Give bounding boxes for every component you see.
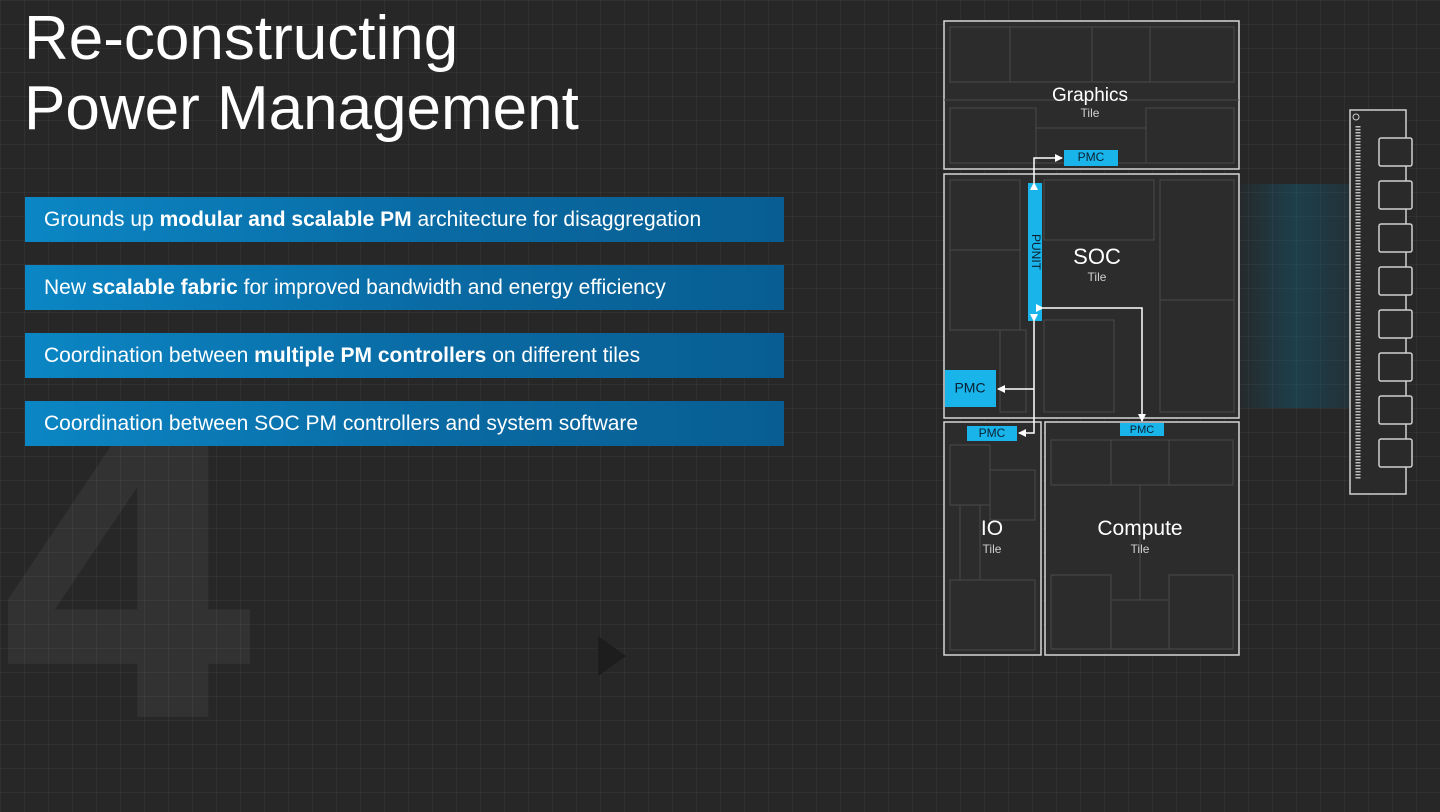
soc-tile-sub: Tile bbox=[1088, 270, 1107, 284]
pmc-soc-box bbox=[945, 370, 996, 407]
memory-link-band bbox=[1240, 184, 1352, 408]
bullet-text: on different tiles bbox=[486, 343, 641, 367]
pmc-soc-label: PMC bbox=[954, 380, 985, 396]
graphics-tile-sub: Tile bbox=[1081, 106, 1100, 120]
bullet-emphasis: multiple PM controllers bbox=[254, 343, 487, 367]
bullet-item: New scalable fabric for improved bandwid… bbox=[25, 265, 784, 310]
io-tile bbox=[943, 421, 1042, 656]
pmc-compute-box bbox=[1120, 423, 1164, 436]
play-triangle-icon bbox=[598, 636, 626, 676]
bullet-item: Coordination between SOC PM controllers … bbox=[25, 401, 784, 446]
bullet-text: architecture for disaggregation bbox=[411, 207, 702, 231]
bullet-text: Grounds up bbox=[44, 207, 160, 231]
bullet-text: for improved bandwidth and energy effici… bbox=[237, 275, 666, 299]
bullet-text: Coordination between SOC PM controllers … bbox=[44, 411, 639, 435]
punit-bar bbox=[1028, 183, 1042, 321]
soc-tile-name: SOC bbox=[1073, 244, 1121, 269]
graphics-tile bbox=[943, 20, 1240, 170]
tile-diagram: PUNIT PMC PMC PMC PMC Graphics Tile SOC … bbox=[943, 20, 1413, 656]
pmc-graphics-label: PMC bbox=[1078, 150, 1105, 164]
title-line-1: Re-constructing bbox=[24, 4, 459, 73]
compute-tile-name: Compute bbox=[1097, 517, 1182, 540]
slide-title: Re-constructing Power Management bbox=[24, 4, 579, 144]
title-line-2: Power Management bbox=[24, 74, 579, 143]
bullet-emphasis: modular and scalable PM bbox=[159, 207, 412, 231]
bullet-text: Coordination between bbox=[44, 343, 255, 367]
bullet-item: Coordination between multiple PM control… bbox=[25, 333, 784, 378]
bullet-text: New bbox=[44, 275, 92, 299]
bullet-emphasis: scalable fabric bbox=[91, 275, 238, 299]
pmc-io-label: PMC bbox=[979, 426, 1006, 440]
bullet-item: Grounds up modular and scalable PM archi… bbox=[25, 197, 784, 242]
compute-tile-sub: Tile bbox=[1131, 542, 1150, 556]
pmc-graphics-box bbox=[1064, 150, 1118, 166]
io-tile-sub: Tile bbox=[983, 542, 1002, 556]
compute-tile bbox=[1044, 421, 1240, 656]
io-tile-name: IO bbox=[981, 517, 1003, 540]
connection-arrows bbox=[997, 154, 1146, 437]
pmc-compute-label: PMC bbox=[1130, 424, 1155, 436]
pmc-io-box bbox=[967, 426, 1017, 441]
punit-label: PUNIT bbox=[1029, 234, 1043, 271]
bullet-list: Grounds up modular and scalable PM archi… bbox=[25, 197, 784, 469]
graphics-tile-name: Graphics bbox=[1052, 85, 1128, 106]
memory-module-icon bbox=[1349, 109, 1413, 495]
